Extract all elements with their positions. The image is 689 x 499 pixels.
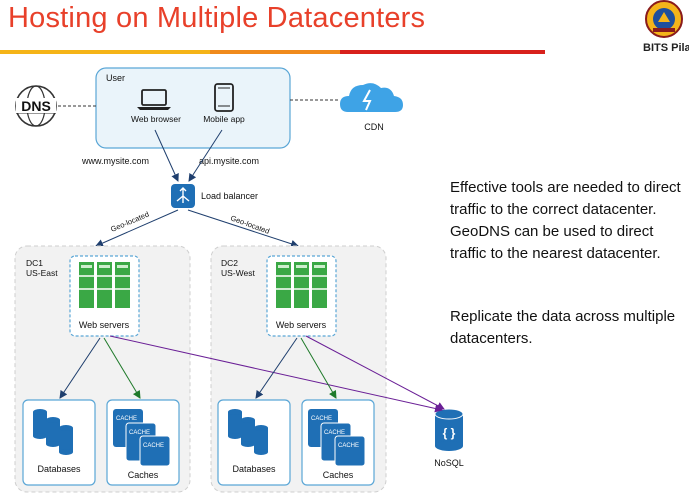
load-balancer-icon <box>171 184 195 208</box>
logo-text: BITS Pila <box>643 42 689 54</box>
geo-located-right-label: Geo-located <box>229 213 270 235</box>
web-browser-label: Web browser <box>131 114 181 124</box>
arrow-dc1-web-to-db <box>59 337 101 399</box>
dc2-web-servers-icon <box>276 262 327 308</box>
dc1-caches-icon <box>113 409 171 467</box>
cdn-label: CDN <box>364 122 384 132</box>
dc2-databases-label: Databases <box>232 464 276 474</box>
arrow-dc1-web-to-cache <box>103 337 141 399</box>
user-box <box>95 67 291 149</box>
nosql-label: NoSQL <box>434 458 464 468</box>
arrow-lb-to-dc1 <box>95 209 179 247</box>
arrow-mobile-to-lb <box>188 129 223 182</box>
dc1-cache-tag-3: CACHE <box>143 443 164 449</box>
dc1-cache-tag-2: CACHE <box>129 430 150 436</box>
explanation-paragraph-1: Effective tools are needed to direct tra… <box>450 179 681 262</box>
dc1-web-servers-label: Web servers <box>79 320 130 330</box>
dc1-databases-label: Databases <box>37 464 81 474</box>
nosql-icon <box>434 408 464 451</box>
dc2-cache-tag-3: CACHE <box>338 443 359 449</box>
dc2-cache-tag-2: CACHE <box>324 430 345 436</box>
api-url-label: api.mysite.com <box>199 156 259 166</box>
dc1-region: US-East <box>26 268 58 278</box>
dc2-caches-icon <box>308 409 366 467</box>
bits-logo-icon <box>645 0 683 38</box>
title-underline-orange <box>210 50 340 54</box>
arrow-dc1-web-to-nosql <box>109 335 443 413</box>
dc2-name: DC2 <box>221 258 238 268</box>
dns-label: DNS <box>21 98 51 114</box>
nosql-glyph: { } <box>443 426 456 440</box>
cdn-cloud-icon <box>340 83 403 112</box>
dc1-name: DC1 <box>26 258 43 268</box>
arrow-dc2-web-to-cache <box>300 337 337 399</box>
www-url-label: www.mysite.com <box>81 156 149 166</box>
laptop-icon <box>137 89 171 110</box>
mobile-app-label: Mobile app <box>203 114 245 124</box>
user-label: User <box>106 73 125 83</box>
dc2-caches-label: Caches <box>323 470 354 480</box>
dc2-databases-icon <box>228 409 268 455</box>
slide-title: Hosting on Multiple Datacenters <box>8 2 426 34</box>
dc1-cache-tag-1: CACHE <box>116 416 137 422</box>
dc2-region: US-West <box>221 268 255 278</box>
dc1-caches-label: Caches <box>128 470 159 480</box>
title-underline-yellow <box>0 50 210 54</box>
arrow-lb-to-dc2 <box>187 209 299 248</box>
arrow-dc2-web-to-db <box>255 337 298 399</box>
dc1-web-servers-icon <box>79 262 130 308</box>
load-balancer-label: Load balancer <box>201 191 258 201</box>
geo-located-left-label: Geo-located <box>109 210 150 234</box>
arrow-dc2-web-to-nosql <box>305 335 445 410</box>
dc2-cache-tag-1: CACHE <box>311 416 332 422</box>
dns-globe-icon <box>15 85 57 127</box>
dc2-web-servers-label: Web servers <box>276 320 327 330</box>
explanation-paragraph-2: Replicate the data across multiple datac… <box>450 308 676 347</box>
arrow-web-to-lb <box>154 129 179 182</box>
mobile-phone-icon <box>214 83 234 112</box>
dc1-databases-icon <box>33 409 73 455</box>
title-underline-red <box>340 50 545 54</box>
